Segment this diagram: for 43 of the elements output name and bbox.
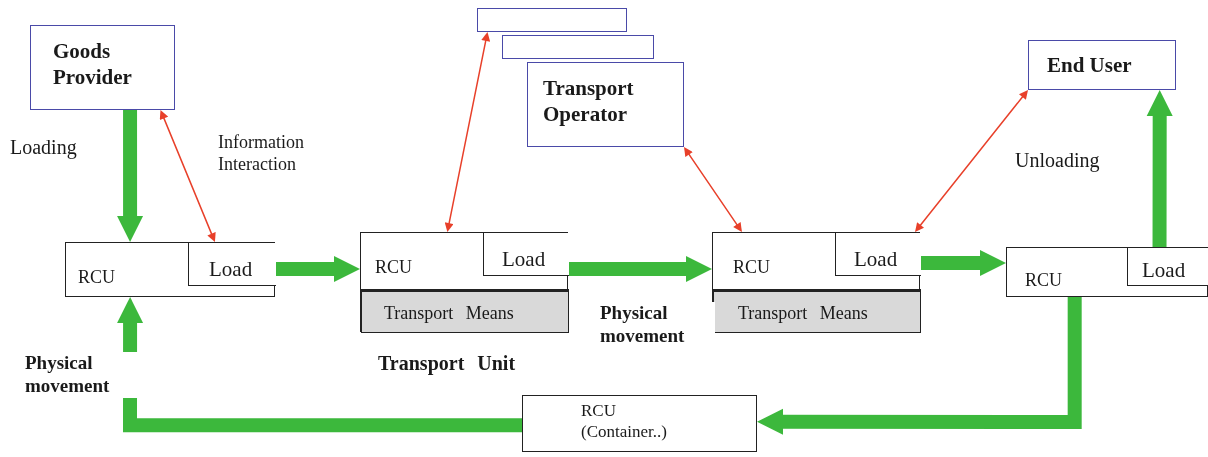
arrow xyxy=(275,256,360,282)
transport-means-box xyxy=(361,289,569,333)
transport-means-box xyxy=(713,289,921,333)
arrow xyxy=(117,110,144,242)
load-box xyxy=(483,233,569,276)
actor-box xyxy=(527,62,684,147)
load-box xyxy=(188,243,276,286)
arrow xyxy=(920,250,1006,276)
actor-box xyxy=(30,25,175,110)
arrow xyxy=(159,109,216,243)
node-label: Load xyxy=(209,257,253,282)
rcu-box xyxy=(1006,247,1208,297)
actor-box xyxy=(1028,40,1176,90)
container-box xyxy=(522,395,757,452)
rcu-box xyxy=(65,242,275,297)
node-label: Load xyxy=(502,247,546,272)
load-box xyxy=(1127,248,1208,286)
load-box xyxy=(835,233,921,276)
arrow xyxy=(1146,90,1173,247)
node-label: Load xyxy=(854,247,898,272)
arrow xyxy=(757,297,1082,435)
node-label: Transport Unit xyxy=(378,352,516,375)
node-label: Goods Provider xyxy=(53,38,133,91)
rcu-box xyxy=(712,232,920,332)
empty-box xyxy=(477,8,627,32)
arrow xyxy=(914,89,1029,233)
node-label: RCU xyxy=(78,267,115,288)
node-label: RCU xyxy=(375,257,412,278)
node-label: RCU xyxy=(1025,270,1062,291)
node-label: End User xyxy=(1047,53,1132,78)
node-label: RCU xyxy=(733,257,770,278)
arrow xyxy=(568,256,712,282)
node-label: Transport Operator xyxy=(543,75,635,128)
rcu-box xyxy=(360,232,568,332)
node-label: Transport Means xyxy=(738,303,868,324)
arrow xyxy=(444,31,491,233)
node-label: RCU (Container..) xyxy=(581,400,668,443)
empty-box xyxy=(502,35,654,59)
arrow xyxy=(117,297,522,433)
node-label: Load xyxy=(1142,258,1186,283)
node-label: Transport Means xyxy=(384,303,514,324)
edge-label: Physical movement xyxy=(25,352,140,398)
arrow xyxy=(683,146,743,233)
